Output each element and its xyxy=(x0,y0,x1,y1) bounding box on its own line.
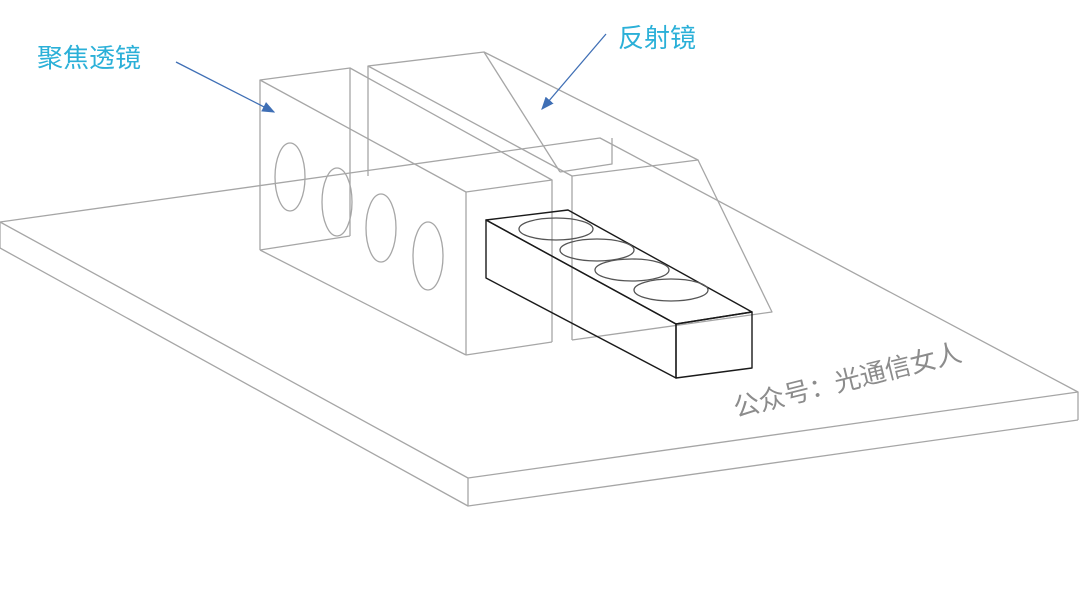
aperture-2 xyxy=(559,238,635,262)
lens-callout-arrow xyxy=(175,61,276,113)
reflector-label: 反射镜 xyxy=(618,24,697,54)
lens-4 xyxy=(412,221,444,291)
reflector-callout-arrow xyxy=(541,33,607,110)
aperture-3 xyxy=(594,258,670,282)
lens-1 xyxy=(274,142,306,212)
chip-apertures xyxy=(518,217,709,302)
focusing-lens-label: 聚焦透镜 xyxy=(37,44,142,74)
aperture-1 xyxy=(518,217,594,241)
lens-block xyxy=(259,67,553,356)
base-plate xyxy=(0,137,1079,507)
focusing-lenses xyxy=(274,142,444,291)
reflector-prism xyxy=(367,51,773,341)
lens-3 xyxy=(365,193,397,263)
aperture-4 xyxy=(633,278,709,302)
lens-2 xyxy=(321,167,353,237)
chip-array xyxy=(485,209,753,379)
